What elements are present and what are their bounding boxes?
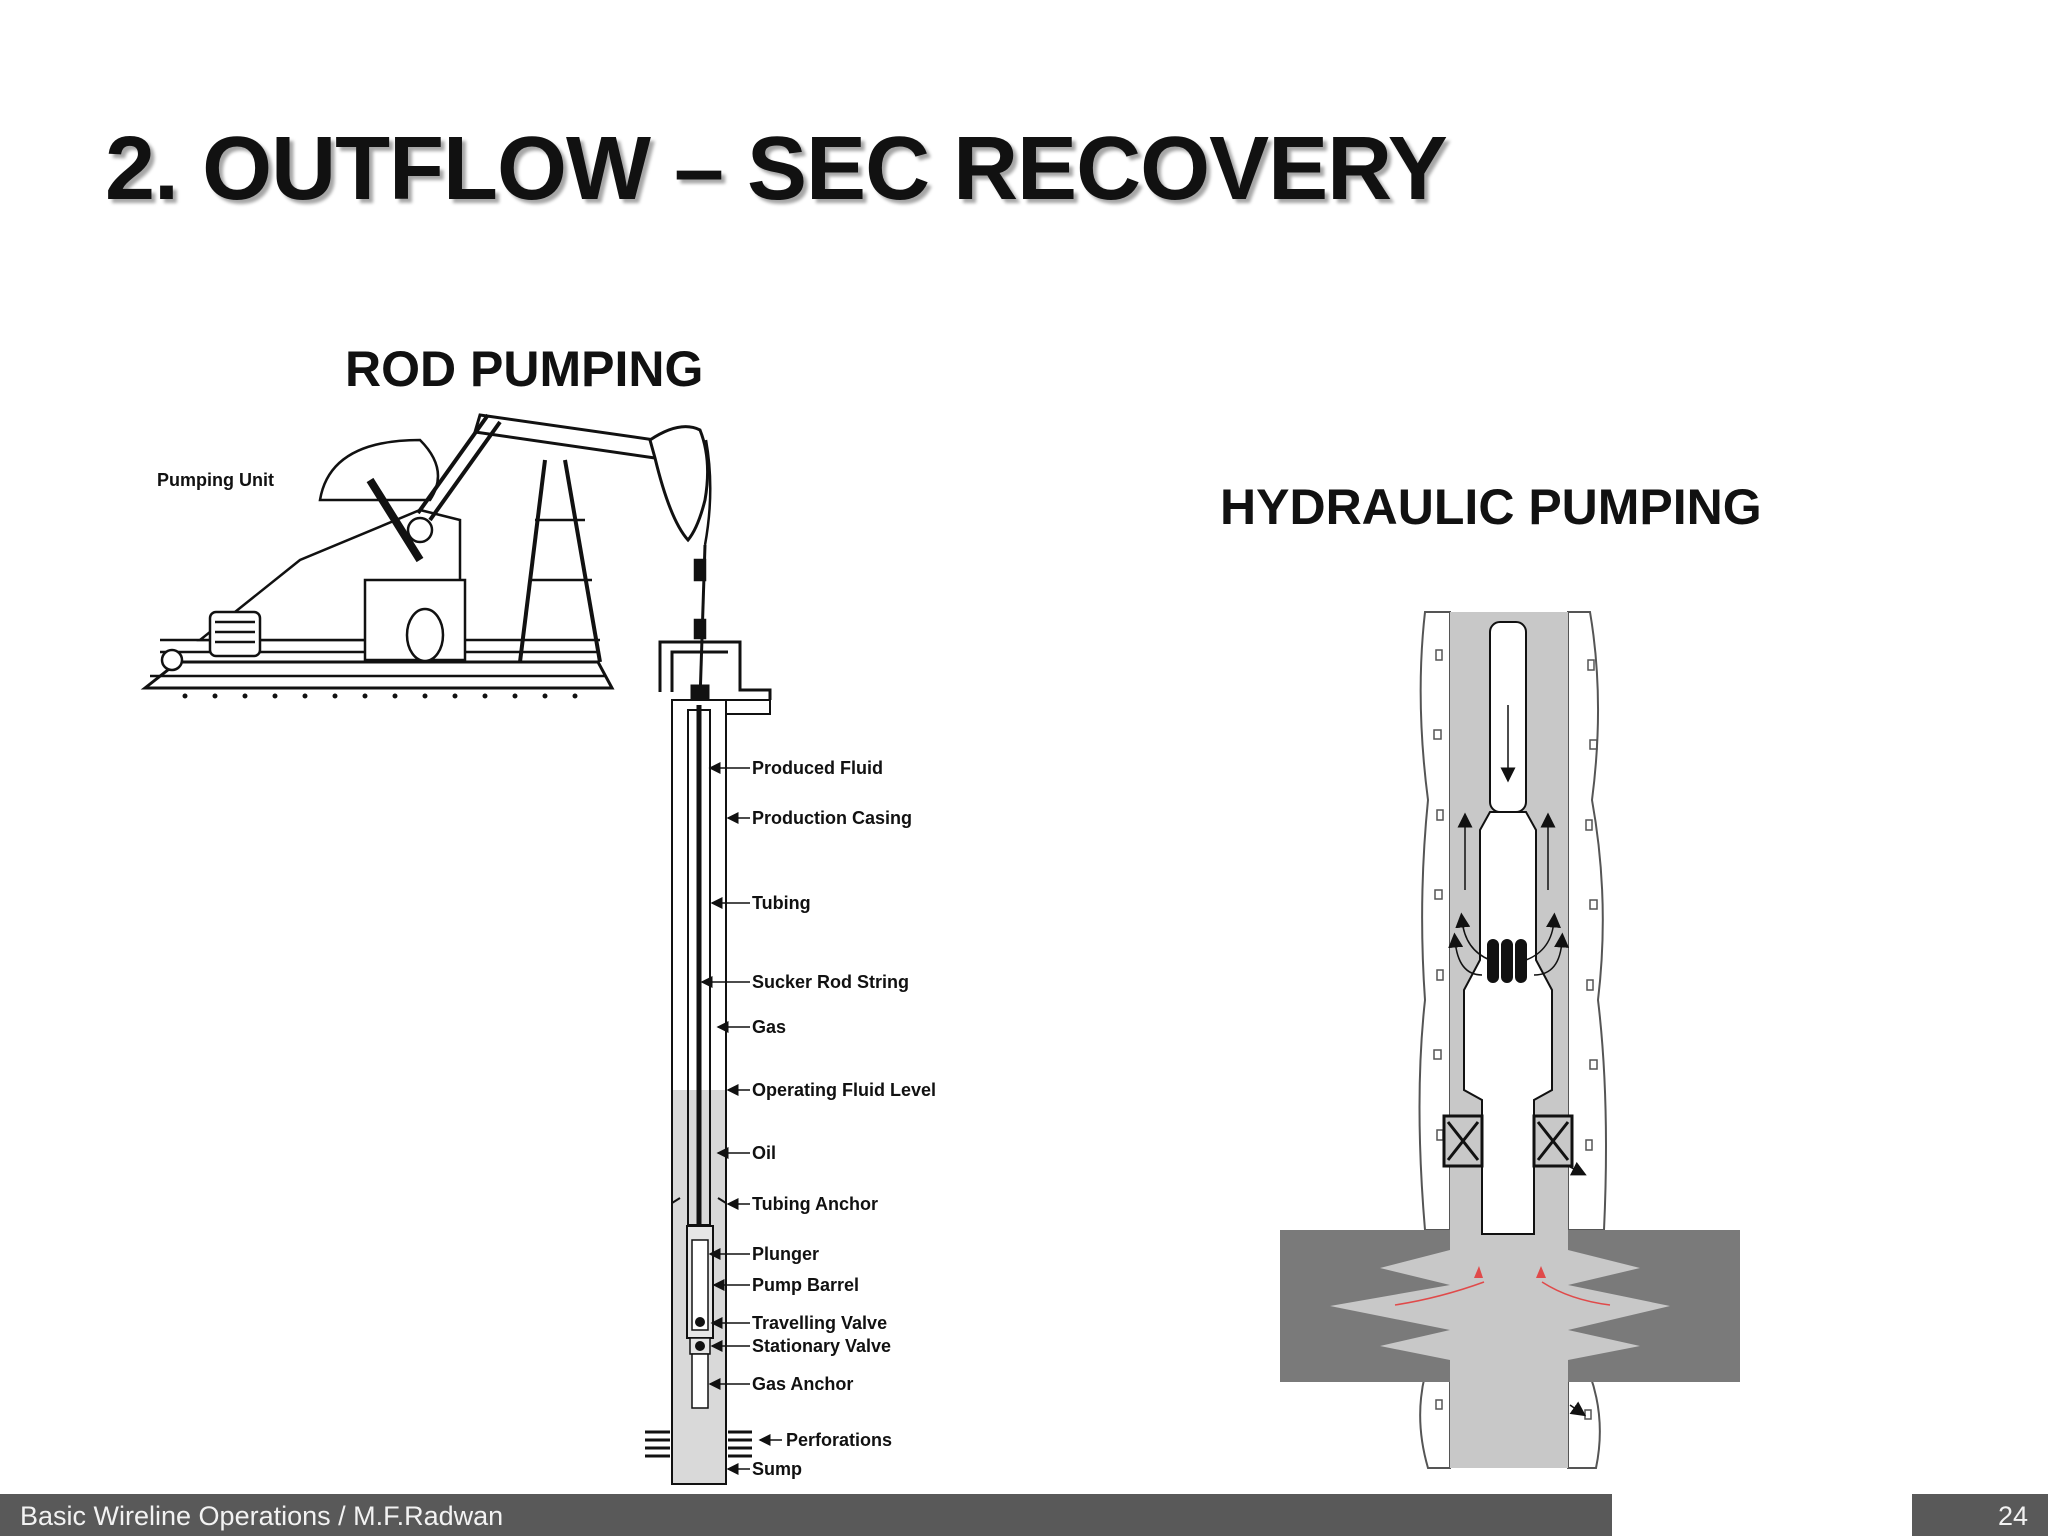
slide-title: 2. OUTFLOW – SEC RECOVERY <box>105 119 1448 219</box>
label-stationary-valve: Stationary Valve <box>752 1336 892 1356</box>
hydraulic-pumping-title: HYDRAULIC PUMPING <box>1220 479 1762 535</box>
wellhead <box>658 640 772 702</box>
label-plunger: Plunger <box>752 1244 820 1264</box>
label-pump-barrel: Pump Barrel <box>752 1275 860 1295</box>
label-tubing: Tubing <box>752 893 811 913</box>
label-operating-fluid-level: Operating Fluid Level <box>752 1080 937 1100</box>
label-perforations: Perforations <box>786 1430 893 1450</box>
pumping-unit-label: Pumping Unit <box>157 470 274 490</box>
label-travelling-valve: Travelling Valve <box>752 1313 888 1333</box>
wellbore-rock-wall <box>1418 611 1607 1469</box>
flow-arrows <box>1448 705 1587 1417</box>
label-oil: Oil <box>752 1143 777 1163</box>
packer <box>1442 1114 1574 1168</box>
producing-formation <box>1280 1230 1740 1382</box>
page-number-box: 24 <box>1912 1494 2048 1536</box>
rod-pump-leader-lines <box>700 762 782 1475</box>
page-number: 24 <box>1997 1501 2028 1531</box>
label-tubing-anchor: Tubing Anchor <box>752 1194 878 1214</box>
label-sucker-rod-string: Sucker Rod String <box>752 972 910 992</box>
footer-text: Basic Wireline Operations / M.F.Radwan <box>20 1501 504 1531</box>
pumping-unit-illustration <box>140 413 712 701</box>
label-produced-fluid: Produced Fluid <box>752 758 884 778</box>
rod-pumping-title: ROD PUMPING <box>345 341 704 397</box>
footer-bar: Basic Wireline Operations / M.F.Radwan <box>0 1494 1612 1536</box>
label-gas: Gas <box>752 1017 787 1037</box>
label-production-casing: Production Casing <box>752 808 913 828</box>
label-sump: Sump <box>752 1459 803 1479</box>
hydraulic-pump-assembly <box>1463 621 1553 1235</box>
label-gas-anchor: Gas Anchor <box>752 1374 854 1394</box>
rod-pump-wellbore <box>645 699 771 1485</box>
